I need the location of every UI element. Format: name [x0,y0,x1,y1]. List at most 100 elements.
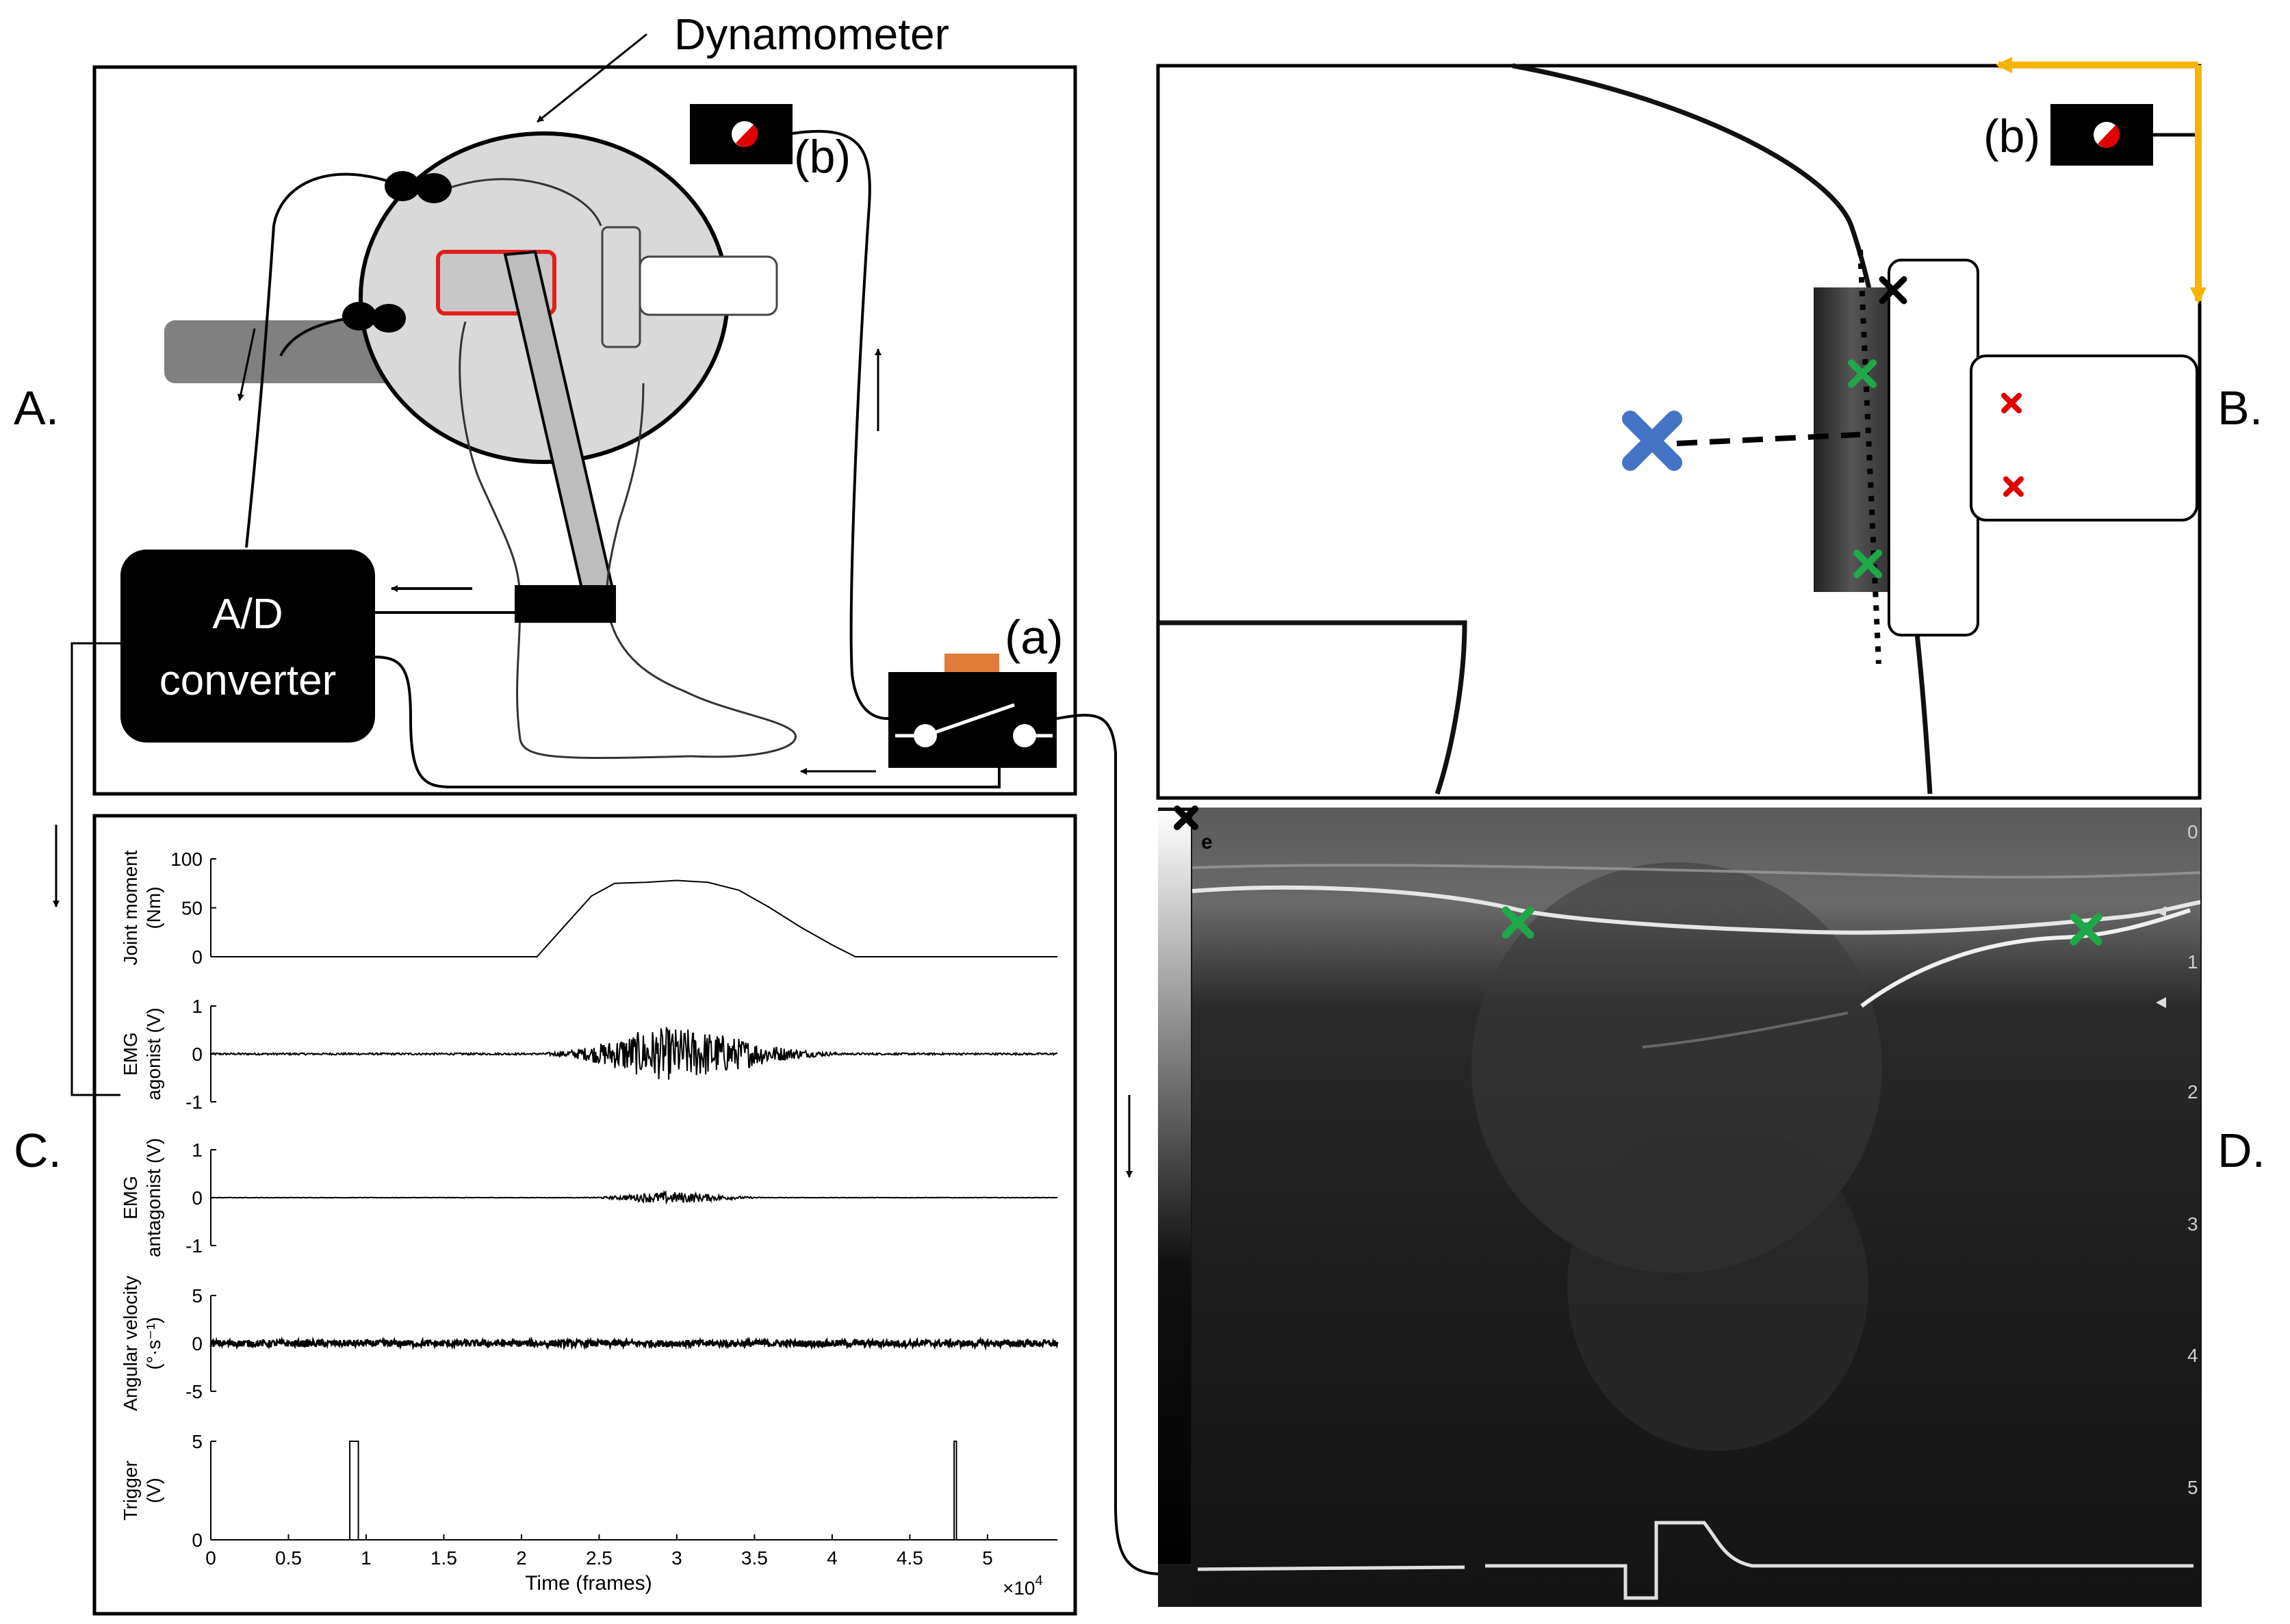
green-marker-b-lower [1853,550,1882,578]
x-tick-label: 0.5 [275,1547,302,1569]
camera-label-b: (b) [1983,110,2040,162]
x-tick-label: 3.5 [741,1547,768,1569]
grayscale-bar [1158,811,1191,1564]
green-marker-b-upper [1848,359,1877,388]
panel-c-frame [92,814,1077,1616]
panel-letter-c: C. [14,1124,62,1177]
electrode-signal-arrow [237,328,256,401]
ultrasound-aponeurosis-lower [1860,908,2191,1008]
panel-a-frame [92,65,1077,796]
panel-a-setup: Dynamometer A/D co [92,10,1077,796]
joint-moment-y-tick-label: 50 [181,898,203,919]
x-tick-label: 4 [827,1547,838,1569]
emg-agonist-y-tick-label: 1 [192,996,203,1017]
joint-center-marker [1622,411,1682,471]
depth-tick-4: 4 [2187,1345,2198,1366]
switch-symbol [895,703,1053,747]
ultrasound-edge-label: e [1201,831,1213,853]
joint-moment-y-label: (Nm) [143,886,164,929]
x-axis-label: Time (frames) [525,1572,652,1595]
emg-antagonist-y-tick-label: -1 [185,1235,203,1256]
green-marker-d-right [2070,913,2102,946]
trigger-button [944,654,999,674]
x-tick-label: 1.5 [430,1547,457,1569]
electrode-cable-1 [245,172,403,548]
x-tick-label: 0 [205,1547,216,1569]
angular-velocity-y-tick-label: -5 [185,1381,203,1402]
knee-pad [639,255,778,316]
green-marker-d-left [1502,906,1534,939]
red-marker-upper [2001,393,2022,413]
ad-converter-box [120,550,375,743]
depth-tick-3: 3 [2187,1213,2198,1235]
ad-converter-line2: converter [159,657,336,704]
probe-handle [1970,355,2198,521]
depth-tick-0: 0 [2187,821,2198,842]
switch-label: (a) [1005,610,1064,664]
x-tick-label: 3 [671,1547,682,1569]
angular-velocity-y-label: (°·s⁻¹) [143,1317,164,1369]
emg-agonist-y-tick-label: 0 [192,1044,203,1065]
trigger-y-label: Trigger [120,1460,141,1521]
camera-lens-red-b [2098,125,2120,149]
emg-antagonist-y-tick-label: 1 [192,1139,203,1161]
emg-antagonist-trace [210,1189,1058,1205]
ankle-strap [515,585,616,623]
joint-moment-trace [211,879,1057,957]
panel-letter-a: A. [14,381,59,435]
camera-label-a: (b) [794,131,851,183]
depth-tick-1: 1 [2187,951,2198,972]
x-tick-label: 4.5 [897,1547,923,1569]
trigger-trace [211,1441,1057,1541]
emg-agonist-y-label: agonist (V) [143,1007,164,1100]
emg-antagonist-y-label: antagonist (V) [143,1138,164,1257]
x-tick-label: 2.5 [586,1547,613,1569]
emg-agonist-y-tick-label: -1 [185,1092,203,1113]
joint-moment-y-tick-label: 100 [170,849,203,870]
emg-electrodes-lower [342,302,406,333]
emg-agonist-y-label: EMG [120,1032,141,1076]
panel-letter-b: B. [2217,381,2263,435]
focus-marker-2 [2156,997,2166,1008]
angular-velocity-y-label: Angular velocity [120,1276,141,1411]
x-tick-label: 2 [516,1547,527,1569]
emg-antagonist-y-tick-label: 0 [192,1187,203,1209]
panel-letter-d: D. [2217,1124,2265,1177]
dynamometer-pointer-arrow [537,33,647,123]
angular-velocity-trace [209,1336,1059,1351]
x-axis-multiplier-exp: 4 [1035,1573,1043,1588]
x-tick-label: 1 [361,1547,372,1569]
focus-marker-1 [2156,906,2166,917]
angular-velocity-y-tick-label: 0 [192,1333,203,1354]
limb-contour-lower [1158,620,1467,795]
red-marker-lower [2003,476,2024,497]
dynamometer-label: Dynamometer [674,10,949,59]
probe-axis-dotted-line [1857,249,1881,665]
joint-moment-y-label: Joint moment [120,850,141,965]
camera-to-switch-cable [792,129,889,720]
depth-tick-5: 5 [2187,1477,2198,1498]
trigger-y-tick-label: 0 [192,1530,203,1551]
probe-body [1888,259,1979,636]
switch-to-ad-cable [374,656,1001,788]
switch-to-ultrasound-cable [1056,714,1164,1575]
joint-moment-y-tick-label: 0 [192,946,203,968]
emg-agonist-trace [210,1026,1058,1080]
angular-velocity-y-tick-label: 5 [192,1285,203,1306]
foot-pad [601,226,641,348]
leg-outline [448,178,797,759]
electrode-cable-2 [279,315,360,357]
ultrasound-edge-marker [1174,805,1198,830]
ultrasound-trigger-trace [1197,1521,2193,1600]
ad-converter-line1: A/D [212,591,283,638]
panel-d-ultrasound: 0 1 2 3 4 5 e [1158,805,2202,1607]
x-axis-multiplier: ×104 [1003,1573,1043,1599]
panel-b-probe-view: (b) [1156,57,2207,800]
ultrasound-aponeurosis-upper [1192,886,2200,935]
probe-edge-marker [1879,276,1907,305]
emg-antagonist-y-label: EMG [120,1176,141,1220]
